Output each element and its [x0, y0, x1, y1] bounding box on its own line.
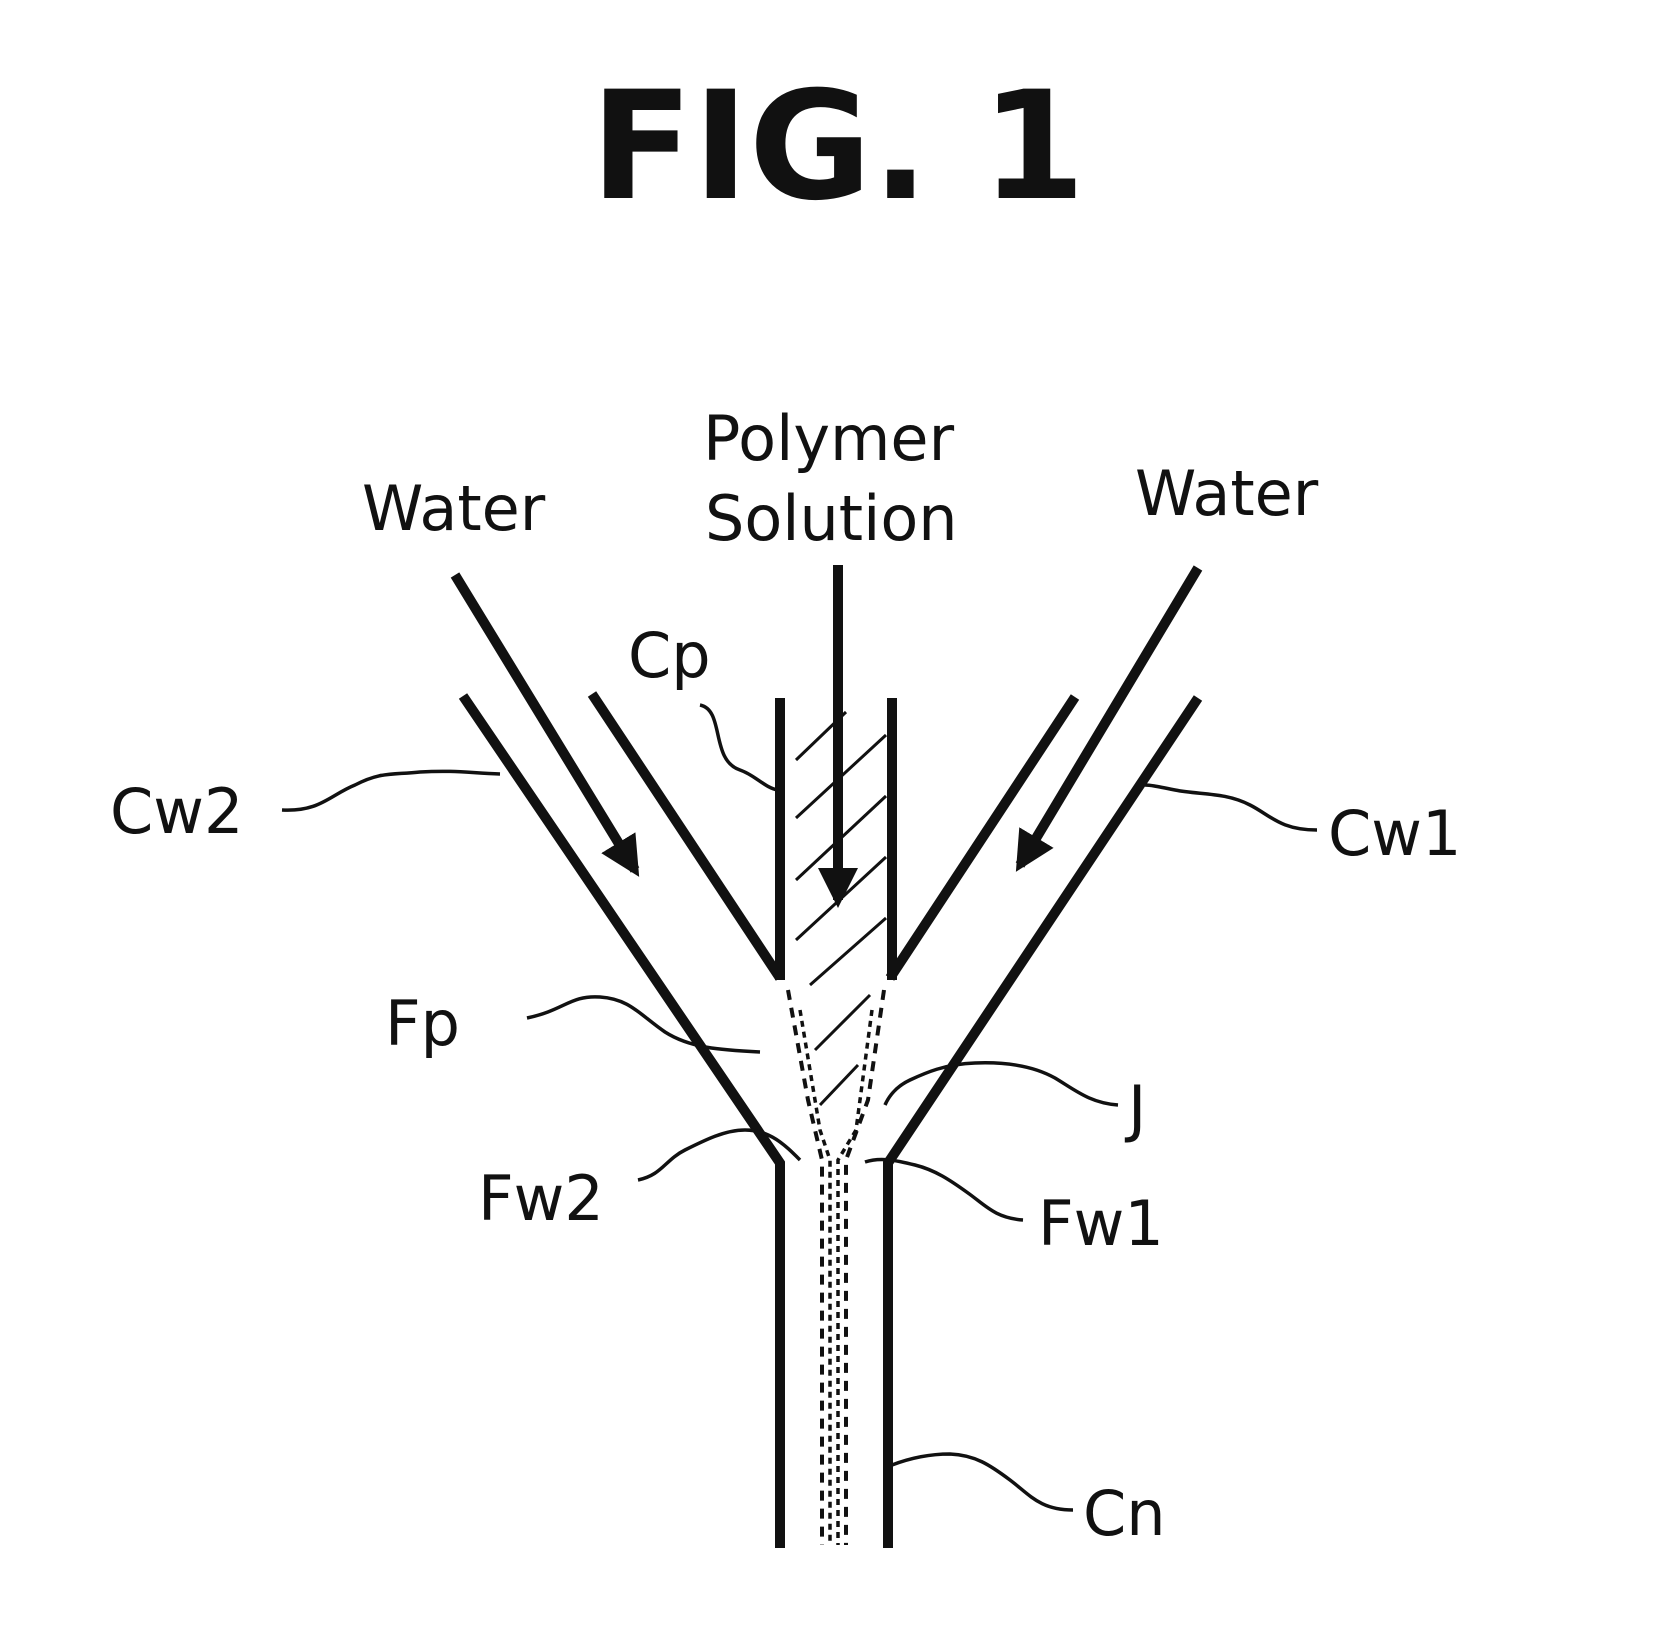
cw1-leader — [1145, 785, 1317, 830]
label-cw2: Cw2 — [110, 775, 243, 848]
label-cw1: Cw1 — [1328, 797, 1461, 870]
polymer-label-line2: Solution — [705, 482, 958, 555]
leader-lines — [282, 705, 1317, 1510]
cp-leader — [700, 705, 778, 790]
polymer-flow-boundary — [788, 990, 884, 1545]
label-cn: Cn — [1083, 1477, 1166, 1550]
label-fp: Fp — [385, 987, 460, 1060]
j-leader — [885, 1063, 1118, 1105]
label-j: J — [1124, 1072, 1146, 1145]
water-right-arrow — [1020, 568, 1198, 865]
water-right-label: Water — [1135, 457, 1319, 530]
left-water-channel — [463, 694, 780, 1548]
cn-leader — [892, 1454, 1073, 1510]
label-cp: Cp — [628, 619, 711, 692]
water-left-label: Water — [362, 472, 546, 545]
right-channel-inner-wall — [890, 697, 1075, 978]
fp-leader — [527, 997, 760, 1052]
cw2-leader — [282, 771, 500, 810]
figure-title: FIG. 1 — [591, 60, 1086, 234]
left-channel-outer-wall — [463, 696, 780, 1548]
label-fw2: Fw2 — [478, 1162, 604, 1235]
label-fw1: Fw1 — [1038, 1187, 1164, 1260]
polymer-label-line1: Polymer — [703, 402, 955, 475]
